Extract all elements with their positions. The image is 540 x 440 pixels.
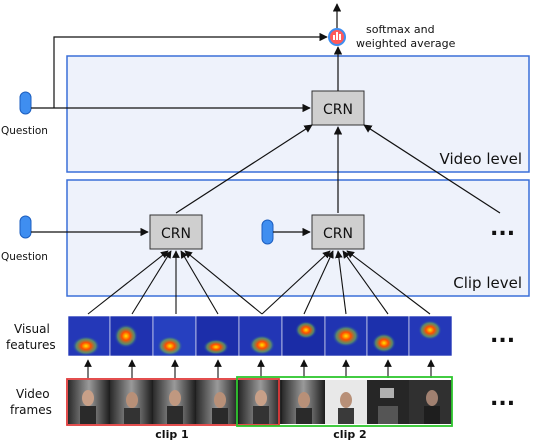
clip2-border	[236, 376, 453, 427]
video-frame	[153, 380, 196, 424]
video-frame	[196, 380, 239, 424]
feature-tile	[195, 315, 240, 357]
video-frame	[110, 380, 153, 424]
clip1-to-video-crn-arrow	[175, 124, 313, 214]
feature-tile	[366, 315, 410, 357]
video-frame	[282, 380, 325, 424]
feature-tile	[281, 315, 326, 357]
features-ellipsis: ...	[490, 323, 515, 348]
feature-tile	[67, 315, 111, 357]
video-frame	[239, 380, 282, 424]
crn-video-label: CRN	[323, 102, 353, 118]
question-icon-clip	[19, 215, 32, 239]
crn-clip1	[149, 214, 203, 250]
clip-level-panel	[66, 179, 530, 297]
clipn-to-video-crn-arrow	[363, 124, 501, 214]
video-frames-strip	[68, 380, 452, 424]
video-frame	[68, 380, 110, 424]
video-frames-label-line1: Video	[16, 387, 50, 401]
crn-clip1-label: CRN	[161, 226, 191, 242]
features-to-crn-arrows	[87, 250, 431, 315]
feature-tile	[109, 315, 154, 357]
visual-features-label-line2: features	[6, 338, 56, 352]
clip2-caption: clip 2	[333, 428, 366, 440]
question-icon-clip2	[261, 219, 274, 245]
frames-ellipsis: ...	[490, 386, 515, 411]
video-frame	[367, 380, 409, 424]
softmax-label-line1: softmax and	[366, 23, 435, 36]
crn-clip2	[311, 214, 365, 250]
visual-features-label-line1: Visual	[14, 322, 50, 336]
video-level-label: Video level	[440, 150, 522, 168]
question-label-clip: Question	[1, 251, 48, 263]
clip-level-ellipsis: ...	[490, 216, 515, 241]
feature-tile	[238, 315, 283, 357]
visual-features-strip	[67, 315, 453, 357]
frames-to-features-arrows	[84, 359, 435, 378]
softmax-label-line2: weighted average	[356, 37, 456, 50]
crn-video-level	[311, 90, 365, 126]
video-frame	[409, 380, 452, 424]
question-icon-video	[19, 91, 32, 115]
clip1-caption: clip 1	[155, 428, 188, 440]
video-level-panel	[66, 55, 530, 173]
video-frame	[325, 380, 367, 424]
video-frames-label-line2: frames	[10, 403, 52, 417]
question-label-video: Question	[1, 125, 48, 137]
softmax-node-icon	[328, 28, 346, 46]
crn-clip2-label: CRN	[323, 226, 353, 242]
feature-tile	[408, 315, 453, 357]
clip1-border	[66, 378, 280, 426]
feature-tile	[324, 315, 368, 357]
question-to-softmax-arrow	[53, 32, 328, 108]
clip-level-label: Clip level	[453, 274, 522, 292]
feature-tile	[152, 315, 197, 357]
